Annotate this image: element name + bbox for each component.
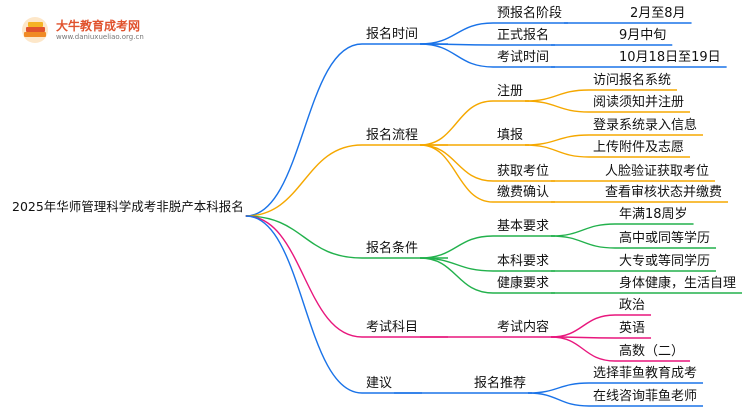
leaf-topic: 访问报名系统 xyxy=(593,73,672,88)
sub-topic: 正式报名 xyxy=(497,28,550,43)
branch-subtopic-link xyxy=(420,100,494,146)
subtopic-leaf-link xyxy=(525,144,590,158)
sub-topic: 预报名阶段 xyxy=(497,6,563,21)
branch-subtopic-link xyxy=(420,22,494,45)
root-topic: 2025年华师管理科学成考非脱产本科报名 xyxy=(12,199,244,214)
sub-topic: 获取考位 xyxy=(497,164,550,179)
sub-topic: 健康要求 xyxy=(497,276,550,291)
subtopic-leaf-link xyxy=(525,100,590,113)
leaf-topic: 10月18日至19日 xyxy=(619,50,721,65)
sub-topic: 考试时间 xyxy=(497,50,550,65)
leaf-topic: 查看审核状态并缴费 xyxy=(605,185,723,200)
leaf-topic: 2月至8月 xyxy=(630,6,686,21)
branch-registration-time: 报名时间 xyxy=(366,27,419,42)
sub-topic: 考试内容 xyxy=(497,320,550,335)
leaf-topic: 政治 xyxy=(619,298,646,313)
branch-subtopic-link xyxy=(420,144,494,203)
sub-topic: 填报 xyxy=(497,128,524,143)
book-stack-icon xyxy=(22,17,48,43)
subtopic-leaf-link xyxy=(551,223,616,237)
root-branch-link xyxy=(245,215,363,338)
subtopic-leaf-link xyxy=(528,382,590,394)
branch-subtopic-link xyxy=(420,235,494,259)
branch-subtopic-link xyxy=(420,144,494,182)
subtopic-leaf-link xyxy=(525,89,590,102)
leaf-topic: 登录系统录入信息 xyxy=(593,118,698,133)
sub-topic: 缴费确认 xyxy=(497,185,550,200)
branch-registration-process: 报名流程 xyxy=(366,128,419,143)
subtopic-leaf-link xyxy=(551,314,616,338)
subtopic-leaf-link xyxy=(551,235,616,249)
branch-subtopic-link xyxy=(420,257,494,294)
leaf-topic: 选择菲鱼教育成考 xyxy=(593,366,698,381)
logo-url: www.daniuxueliao.org.cn xyxy=(56,33,144,41)
branch-exam-subjects: 考试科目 xyxy=(366,320,419,335)
leaf-topic: 9月中旬 xyxy=(619,28,667,43)
branch-registration-conditions: 报名条件 xyxy=(366,241,419,256)
leaf-topic: 年满18周岁 xyxy=(619,207,688,222)
leaf-topic: 高数（二） xyxy=(619,344,685,359)
leaf-topic: 大专或等同学历 xyxy=(619,254,711,269)
leaf-topic: 人脸验证获取考位 xyxy=(605,164,710,179)
subtopic-leaf-link xyxy=(528,392,590,407)
root-branch-link xyxy=(245,215,363,394)
leaf-topic: 上传附件及志愿 xyxy=(593,140,685,155)
sub-topic: 本科要求 xyxy=(497,254,550,269)
sub-topic: 报名推荐 xyxy=(474,376,527,391)
root-branch-link xyxy=(245,144,363,217)
leaf-topic: 阅读须知并注册 xyxy=(593,95,685,110)
leaf-topic: 高中或同等学历 xyxy=(619,231,711,246)
root-branch-link xyxy=(245,43,363,217)
branch-advice: 建议 xyxy=(366,376,393,391)
subtopic-leaf-link xyxy=(525,134,590,146)
leaf-topic: 英语 xyxy=(619,321,646,336)
sub-topic: 基本要求 xyxy=(497,219,550,234)
sub-topic: 注册 xyxy=(497,84,524,99)
leaf-topic: 在线咨询菲鱼老师 xyxy=(593,389,698,404)
leaf-topic: 身体健康，生活自理 xyxy=(619,276,737,291)
root-branch-link xyxy=(245,215,363,259)
logo-title: 大牛教育成考网 xyxy=(56,19,141,33)
subtopic-leaf-link xyxy=(551,336,616,362)
branch-subtopic-link xyxy=(420,43,494,68)
